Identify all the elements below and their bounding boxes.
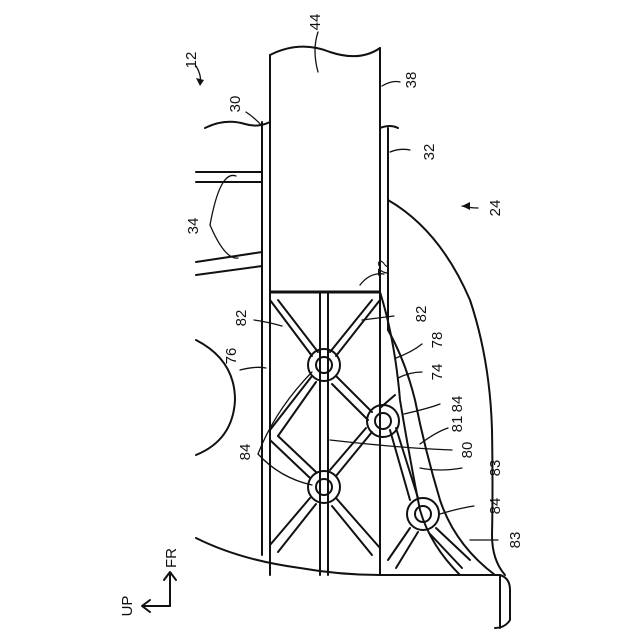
bracket-members-34 xyxy=(196,172,262,275)
bottom-floor xyxy=(196,538,510,628)
label-30: 30 xyxy=(227,96,244,113)
label-24: 24 xyxy=(487,200,504,217)
label-12: 12 xyxy=(183,52,200,69)
label-83-lower: 83 xyxy=(507,532,524,549)
label-44: 44 xyxy=(307,14,324,31)
label-72: 72 xyxy=(375,260,392,277)
label-80: 80 xyxy=(459,442,476,459)
side-panel-30 xyxy=(205,122,270,555)
reference-labels: 12 44 38 30 32 34 24 72 82 82 78 76 74 8… xyxy=(183,14,524,549)
label-32: 32 xyxy=(421,144,438,161)
upper-block-44 xyxy=(270,47,380,292)
label-74: 74 xyxy=(429,364,446,381)
label-76: 76 xyxy=(223,348,240,365)
label-81: 81 xyxy=(449,416,466,433)
direction-indicator: UP FR xyxy=(119,548,180,617)
label-83-upper: 83 xyxy=(487,460,504,477)
outer-contour-24 xyxy=(388,200,505,575)
label-38: 38 xyxy=(403,72,420,89)
direction-up-label: UP xyxy=(119,596,136,617)
frame-verticals xyxy=(270,292,380,575)
label-34: 34 xyxy=(185,218,202,235)
label-82-left: 82 xyxy=(233,310,250,327)
direction-front-label: FR xyxy=(163,548,180,568)
label-82-right: 82 xyxy=(413,306,430,323)
label-84-right-lower: 84 xyxy=(487,498,504,515)
label-84-right-upper: 84 xyxy=(449,396,466,413)
label-78: 78 xyxy=(429,332,446,349)
label-84-left: 84 xyxy=(237,444,254,461)
